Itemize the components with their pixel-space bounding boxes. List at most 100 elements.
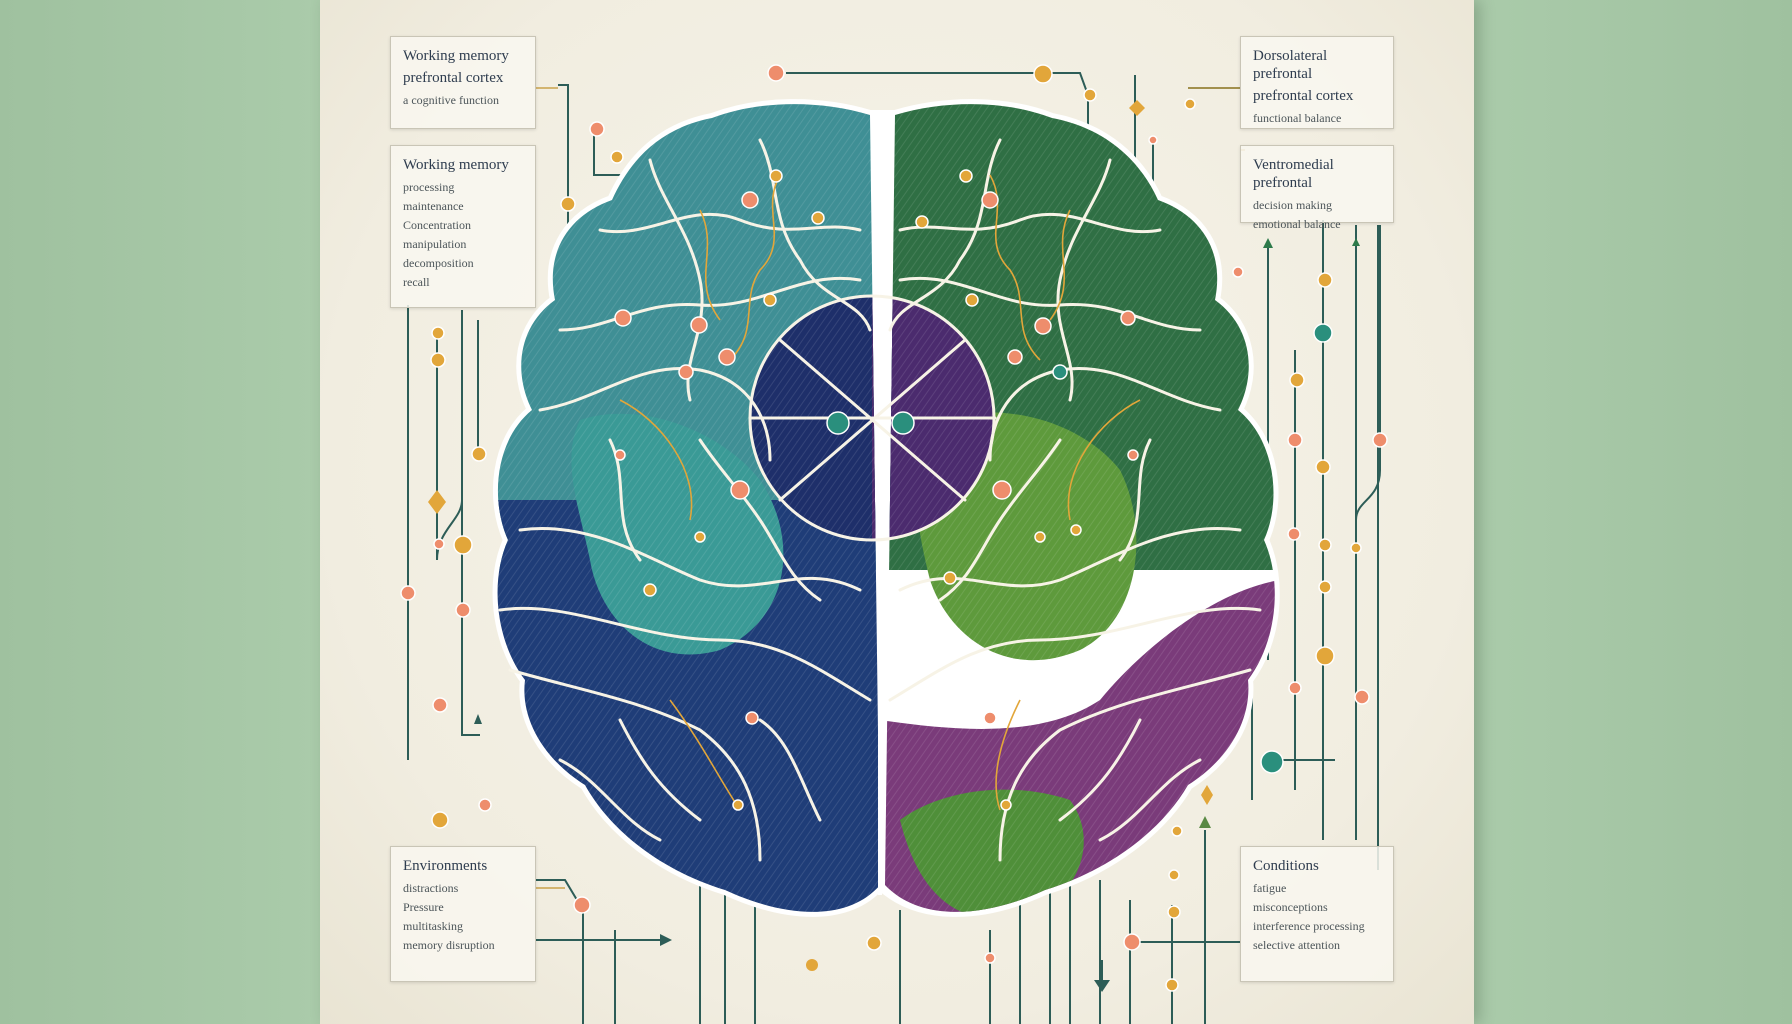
node (589, 121, 605, 137)
label-line: decision making (1253, 198, 1332, 212)
label-top-left: Working memory prefrontal cortex a cogni… (390, 36, 536, 129)
eye-icon (806, 959, 818, 971)
node (984, 952, 996, 964)
node (763, 293, 777, 307)
node (614, 449, 626, 461)
label-bottom-right: Conditions fatigue misconceptions interf… (1240, 846, 1394, 982)
node (1313, 323, 1333, 343)
label-line: memory disruption (403, 938, 495, 952)
label-line: maintenance (403, 199, 464, 213)
node (431, 811, 449, 829)
label-title: Ventromedial prefrontal (1253, 157, 1334, 191)
node (1165, 978, 1179, 992)
arrow-icon (474, 714, 482, 724)
label-line: emotional balance (1253, 217, 1341, 231)
label-line: multitasking (403, 919, 463, 933)
node (1288, 681, 1302, 695)
label-title: Working memory (403, 157, 509, 173)
node (610, 150, 624, 164)
label-line: Pressure (403, 900, 444, 914)
label-title: Working memory (403, 48, 509, 64)
node (1260, 750, 1284, 774)
label-line: manipulation (403, 237, 467, 251)
label-line: processing (403, 180, 455, 194)
node (1167, 905, 1181, 919)
node (643, 583, 657, 597)
connector-nodes (400, 64, 1388, 992)
central-node-right (891, 411, 915, 435)
node (1317, 272, 1333, 288)
node (1315, 459, 1331, 475)
node (1350, 542, 1362, 554)
node (1120, 310, 1136, 326)
label-title: Dorsolateral prefrontal (1253, 48, 1328, 82)
diamond-icon (428, 490, 446, 514)
neural-traces (619, 174, 1141, 811)
node (1184, 98, 1196, 110)
node (1052, 364, 1068, 380)
node (1372, 432, 1388, 448)
node (1315, 646, 1335, 666)
label-line: distractions (403, 881, 459, 895)
node (915, 215, 929, 229)
node (1287, 432, 1303, 448)
central-node-left (826, 411, 850, 435)
brain (492, 99, 1280, 917)
label-line: misconceptions (1253, 900, 1328, 914)
node (560, 196, 576, 212)
node (1070, 524, 1082, 536)
node (983, 711, 997, 725)
node (1318, 580, 1332, 594)
label-bottom-left: Environments distractions Pressure multi… (390, 846, 536, 982)
node (614, 309, 632, 327)
label-mid-right: Ventromedial prefrontal decision making … (1240, 145, 1394, 231)
arrow-markers (428, 100, 1360, 992)
node (741, 191, 759, 209)
label-line: functional balance (1253, 111, 1342, 125)
node (1148, 135, 1158, 145)
label-line: Concentration (403, 218, 471, 232)
node (732, 799, 744, 811)
arrow-icon (1352, 238, 1360, 246)
node (1034, 531, 1046, 543)
node (1127, 449, 1139, 461)
label-top-right: Dorsolateral prefrontal prefrontal corte… (1240, 36, 1394, 129)
label-line: interference processing (1253, 919, 1365, 933)
node (694, 531, 706, 543)
arrow-icon (1263, 238, 1273, 248)
node (1034, 317, 1052, 335)
node (992, 480, 1012, 500)
label-line: decomposition (403, 256, 474, 270)
node (478, 798, 492, 812)
node (1168, 869, 1180, 881)
node (1354, 689, 1370, 705)
node (959, 169, 973, 183)
node (1007, 349, 1023, 365)
label-subtitle: prefrontal cortex (403, 70, 504, 86)
node (745, 711, 759, 725)
node (432, 697, 448, 713)
node (965, 293, 979, 307)
diamond-icon (1129, 100, 1145, 116)
node (1083, 88, 1097, 102)
brain-nodes (614, 169, 1139, 811)
arrow-icon (660, 934, 672, 946)
arrow-icon (1094, 980, 1110, 992)
label-line: recall (403, 275, 430, 289)
node (1318, 538, 1332, 552)
node (471, 446, 487, 462)
node (866, 935, 882, 951)
node (1033, 64, 1053, 84)
node (1232, 266, 1244, 278)
label-line: selective attention (1253, 938, 1340, 952)
node (690, 316, 708, 334)
arrow-icon (1199, 816, 1211, 828)
diamond-icon (1201, 785, 1213, 805)
node (400, 585, 416, 601)
node (811, 211, 825, 225)
node (1000, 799, 1012, 811)
node (767, 64, 785, 82)
label-line: a cognitive function (403, 93, 499, 107)
label-subtitle: prefrontal cortex (1253, 88, 1354, 104)
